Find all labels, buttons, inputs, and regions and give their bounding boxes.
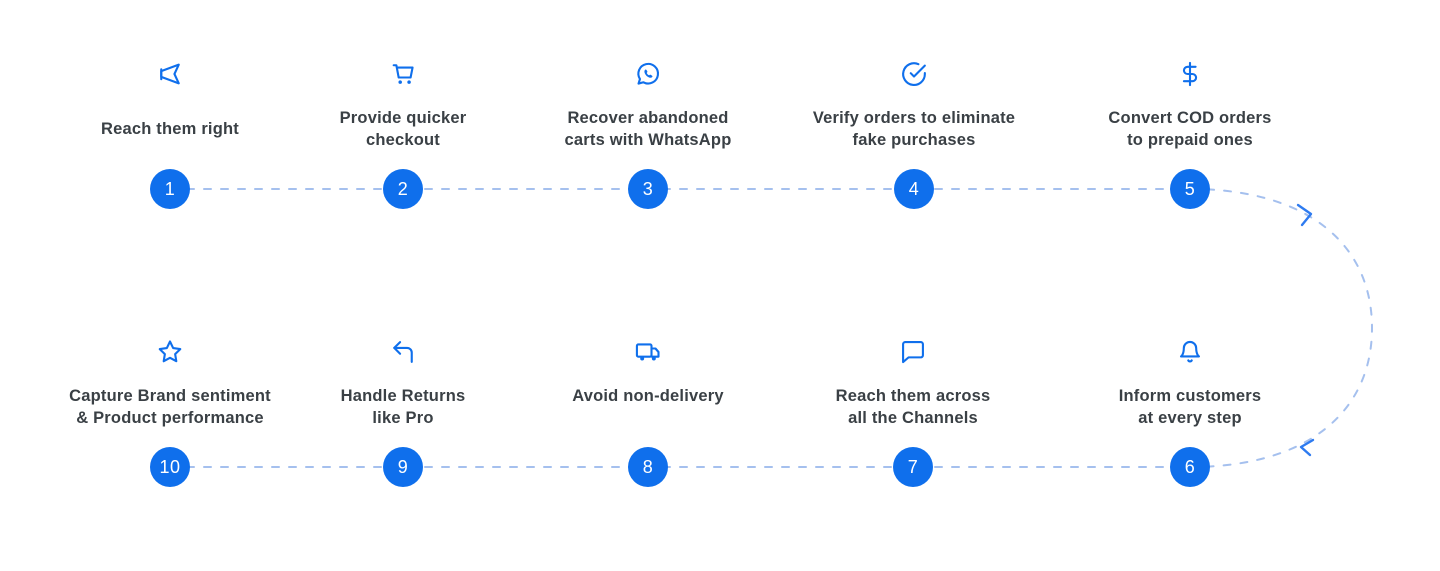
step-label: Handle Returns like Pro [233, 385, 573, 429]
step-number-badge: 1 [150, 169, 190, 209]
step-label: Reach them across all the Channels [743, 385, 1083, 429]
whatsapp-icon [634, 60, 662, 88]
check-circle-icon [900, 60, 928, 88]
star-icon [156, 338, 184, 366]
step-number-badge: 6 [1170, 447, 1210, 487]
step-number-badge: 4 [894, 169, 934, 209]
step-number-badge: 2 [383, 169, 423, 209]
step-label-line2: & Product performance [76, 409, 264, 427]
shopping-cart-icon [389, 60, 417, 88]
step-label-line2: checkout [365, 131, 441, 149]
step-label: Inform customers at every step [1020, 385, 1360, 429]
step-1: Reach them right 1 [20, 0, 320, 232]
step-label: Convert COD orders to prepaid ones [1020, 107, 1360, 151]
curve-arrowhead-down-icon [1296, 203, 1313, 227]
truck-icon [634, 338, 662, 366]
step-10: Capture Brand sentiment & Product perfor… [20, 278, 320, 510]
step-label-line1: Recover abandoned [567, 109, 729, 127]
step-label-line2: like Pro [372, 409, 434, 427]
step-number-badge: 9 [383, 447, 423, 487]
step-label: Avoid non-delivery [478, 385, 818, 429]
step-3: Recover abandoned carts with WhatsApp 3 [498, 0, 798, 232]
step-label-line2: all the Channels [848, 409, 978, 427]
step-2: Provide quicker checkout 2 [253, 0, 553, 232]
dollar-icon [1176, 60, 1204, 88]
return-arrow-icon [389, 338, 417, 366]
step-number-badge: 5 [1170, 169, 1210, 209]
step-label: Recover abandoned carts with WhatsApp [478, 107, 818, 151]
step-7: Reach them across all the Channels 7 [763, 278, 1063, 510]
curve-arrowhead-left-icon [1299, 438, 1315, 457]
step-label-line1: Inform customers [1118, 387, 1262, 405]
step-8: Avoid non-delivery 8 [498, 278, 798, 510]
step-label-line2: fake purchases [852, 131, 976, 149]
step-number-badge: 3 [628, 169, 668, 209]
step-label-line1: Handle Returns [340, 387, 466, 405]
step-label-line1: Capture Brand sentiment [69, 387, 271, 405]
megaphone-icon [156, 60, 184, 88]
step-label-line2: carts with WhatsApp [564, 131, 732, 149]
step-9: Handle Returns like Pro 9 [253, 278, 553, 510]
step-label-line1: Reach them right [101, 120, 239, 138]
step-label-line1: Provide quicker [339, 109, 467, 127]
step-label: Provide quicker checkout [233, 107, 573, 151]
step-5: Convert COD orders to prepaid ones 5 [1040, 0, 1340, 232]
step-6: Inform customers at every step 6 [1040, 278, 1340, 510]
step-label-line2: at every step [1138, 409, 1242, 427]
row-connector-curve [1189, 188, 1374, 468]
step-number-badge: 10 [150, 447, 190, 487]
step-4: Verify orders to eliminate fake purchase… [764, 0, 1064, 232]
step-label: Verify orders to eliminate fake purchase… [744, 107, 1084, 151]
step-number-badge: 7 [893, 447, 933, 487]
chat-bubble-icon [899, 338, 927, 366]
step-label-line2: to prepaid ones [1127, 131, 1253, 149]
step-label-line1: Avoid non-delivery [572, 387, 724, 405]
step-label-line1: Reach them across [835, 387, 991, 405]
step-label-line1: Verify orders to eliminate [812, 109, 1016, 127]
bell-icon [1176, 338, 1204, 366]
step-label-line1: Convert COD orders [1108, 109, 1272, 127]
step-label: Reach them right [0, 107, 340, 151]
step-label: Capture Brand sentiment & Product perfor… [0, 385, 340, 429]
step-number-badge: 8 [628, 447, 668, 487]
